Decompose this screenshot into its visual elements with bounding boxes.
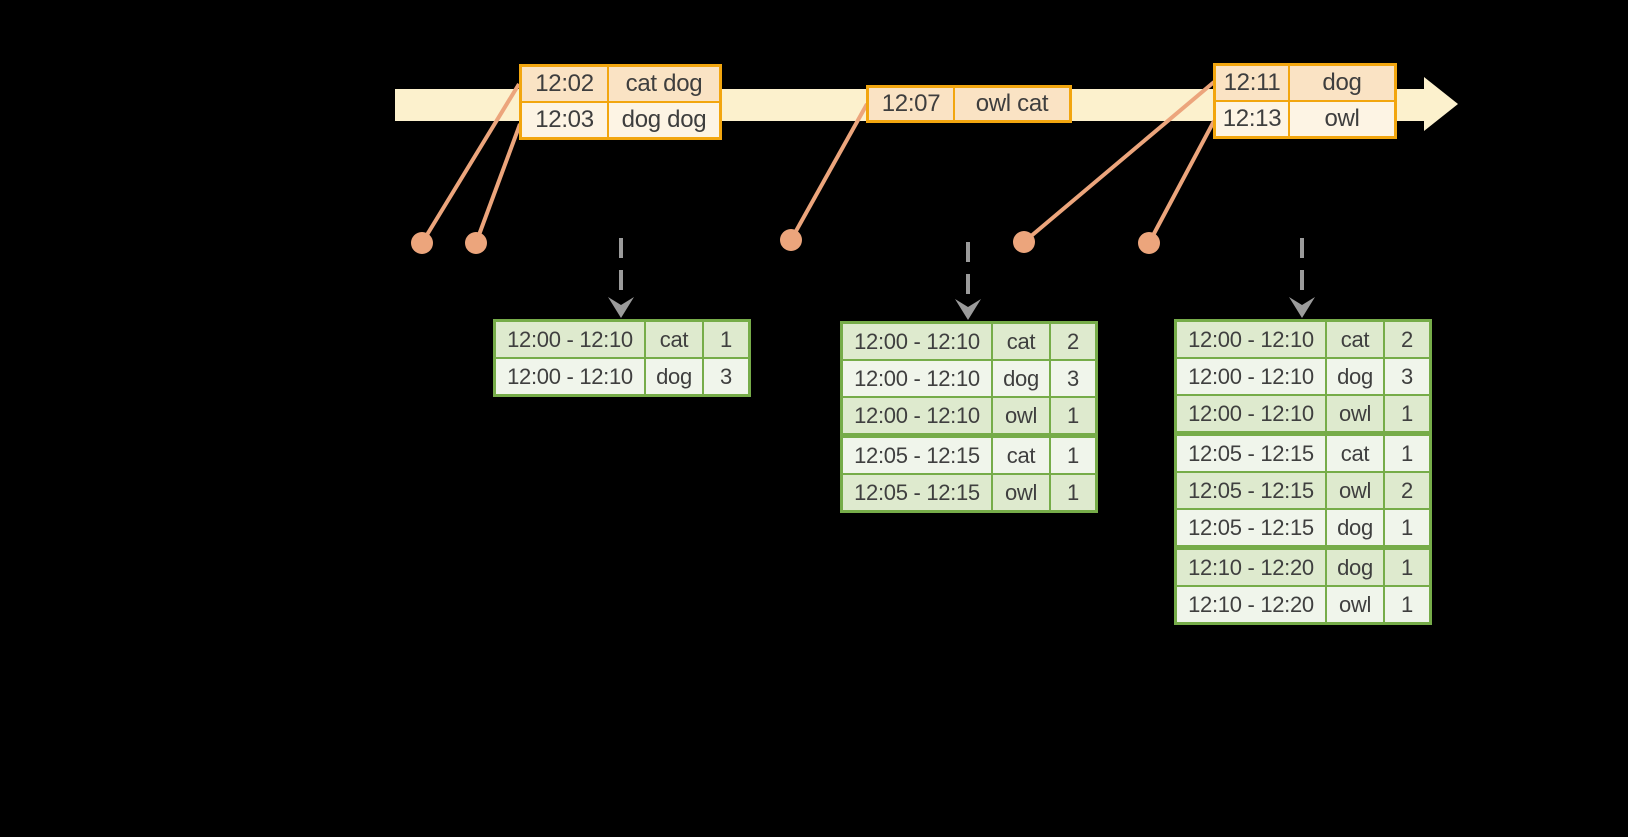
window-cell: 12:00 - 12:10 xyxy=(843,361,991,396)
result-table-1: 12:00 - 12:10 cat 1 12:00 - 12:10 dog 3 xyxy=(493,319,751,397)
event-time: 12:02 xyxy=(522,67,607,101)
event-time: 12:13 xyxy=(1216,102,1288,136)
word-cell: dog xyxy=(1327,510,1383,545)
word-cell: dog xyxy=(1327,359,1383,394)
event-time: 12:11 xyxy=(1216,66,1288,100)
event-words: dog dog xyxy=(609,103,719,137)
down-arrow-icon xyxy=(1289,297,1315,318)
result-row: 12:05 - 12:15 owl 2 xyxy=(1177,473,1429,508)
result-row: 12:05 - 12:15 owl 1 xyxy=(843,475,1095,510)
count-cell: 3 xyxy=(704,359,748,394)
result-table-3: 12:00 - 12:10 cat 2 12:00 - 12:10 dog 3 … xyxy=(1174,319,1432,625)
word-cell: cat xyxy=(646,322,702,357)
count-cell: 2 xyxy=(1385,473,1429,508)
window-cell: 12:00 - 12:10 xyxy=(496,322,644,357)
window-cell: 12:00 - 12:10 xyxy=(1177,359,1325,394)
count-cell: 1 xyxy=(1051,438,1095,473)
window-cell: 12:00 - 12:10 xyxy=(843,324,991,359)
event-dot xyxy=(411,232,433,254)
word-cell: cat xyxy=(1327,322,1383,357)
result-row: 12:00 - 12:10 owl 1 xyxy=(1177,396,1429,431)
result-row: 12:00 - 12:10 cat 2 xyxy=(1177,322,1429,357)
count-cell: 1 xyxy=(1385,550,1429,585)
event-time: 12:07 xyxy=(869,88,953,120)
count-cell: 1 xyxy=(1385,436,1429,471)
word-cell: cat xyxy=(1327,436,1383,471)
word-cell: cat xyxy=(993,324,1049,359)
event-words: owl cat xyxy=(955,88,1069,120)
window-cell: 12:05 - 12:15 xyxy=(1177,436,1325,471)
count-cell: 2 xyxy=(1385,322,1429,357)
event-words: dog xyxy=(1290,66,1394,100)
event-connector-lines xyxy=(420,80,1216,245)
count-cell: 2 xyxy=(1051,324,1095,359)
window-cell: 12:10 - 12:20 xyxy=(1177,587,1325,622)
event-connector-line xyxy=(1147,120,1216,244)
count-cell: 1 xyxy=(1385,587,1429,622)
result-row: 12:05 - 12:15 cat 1 xyxy=(843,438,1095,473)
count-cell: 3 xyxy=(1385,359,1429,394)
event-table-3: 12:11 dog 12:13 owl xyxy=(1213,63,1397,139)
event-table-2: 12:07 owl cat xyxy=(866,85,1072,123)
down-arrow-icon xyxy=(608,297,634,318)
count-cell: 1 xyxy=(1385,510,1429,545)
word-cell: owl xyxy=(1327,473,1383,508)
trigger-arrowheads xyxy=(608,297,1315,320)
event-time: 12:03 xyxy=(522,103,607,137)
result-row: 12:05 - 12:15 dog 1 xyxy=(1177,510,1429,545)
word-cell: owl xyxy=(1327,396,1383,431)
event-dots xyxy=(411,229,1160,254)
count-cell: 1 xyxy=(1051,475,1095,510)
result-row: 12:00 - 12:10 owl 1 xyxy=(843,398,1095,433)
down-arrow-icon xyxy=(955,299,981,320)
event-table-1: 12:02 cat dog 12:03 dog dog xyxy=(519,64,722,140)
word-cell: dog xyxy=(1327,550,1383,585)
word-cell: dog xyxy=(993,361,1049,396)
window-cell: 12:00 - 12:10 xyxy=(843,398,991,433)
event-connector-line xyxy=(789,103,869,241)
word-cell: owl xyxy=(993,475,1049,510)
window-cell: 12:00 - 12:10 xyxy=(1177,396,1325,431)
count-cell: 3 xyxy=(1051,361,1095,396)
trigger-arrows xyxy=(619,238,1304,304)
word-cell: dog xyxy=(646,359,702,394)
result-row: 12:10 - 12:20 dog 1 xyxy=(1177,550,1429,585)
event-connector-line xyxy=(1022,80,1216,244)
window-cell: 12:05 - 12:15 xyxy=(1177,473,1325,508)
result-row: 12:00 - 12:10 dog 3 xyxy=(843,361,1095,396)
window-cell: 12:05 - 12:15 xyxy=(1177,510,1325,545)
window-cell: 12:00 - 12:10 xyxy=(1177,322,1325,357)
result-row: 12:10 - 12:20 owl 1 xyxy=(1177,587,1429,622)
event-dot xyxy=(780,229,802,251)
count-cell: 1 xyxy=(704,322,748,357)
result-row: 12:00 - 12:10 dog 3 xyxy=(496,359,748,394)
timeline-arrow-icon xyxy=(1424,77,1458,131)
count-cell: 1 xyxy=(1051,398,1095,433)
event-words: owl xyxy=(1290,102,1394,136)
event-dot xyxy=(1013,231,1035,253)
event-dot xyxy=(1138,232,1160,254)
window-cell: 12:05 - 12:15 xyxy=(843,438,991,473)
word-cell: owl xyxy=(993,398,1049,433)
event-connector-line xyxy=(420,82,521,245)
event-connector-line xyxy=(474,123,522,244)
count-cell: 1 xyxy=(1385,396,1429,431)
window-cell: 12:10 - 12:20 xyxy=(1177,550,1325,585)
window-cell: 12:00 - 12:10 xyxy=(496,359,644,394)
result-row: 12:05 - 12:15 cat 1 xyxy=(1177,436,1429,471)
result-row: 12:00 - 12:10 cat 1 xyxy=(496,322,748,357)
word-cell: cat xyxy=(993,438,1049,473)
window-cell: 12:05 - 12:15 xyxy=(843,475,991,510)
result-table-2: 12:00 - 12:10 cat 2 12:00 - 12:10 dog 3 … xyxy=(840,321,1098,513)
event-dot xyxy=(465,232,487,254)
word-cell: owl xyxy=(1327,587,1383,622)
event-words: cat dog xyxy=(609,67,719,101)
result-row: 12:00 - 12:10 dog 3 xyxy=(1177,359,1429,394)
result-row: 12:00 - 12:10 cat 2 xyxy=(843,324,1095,359)
